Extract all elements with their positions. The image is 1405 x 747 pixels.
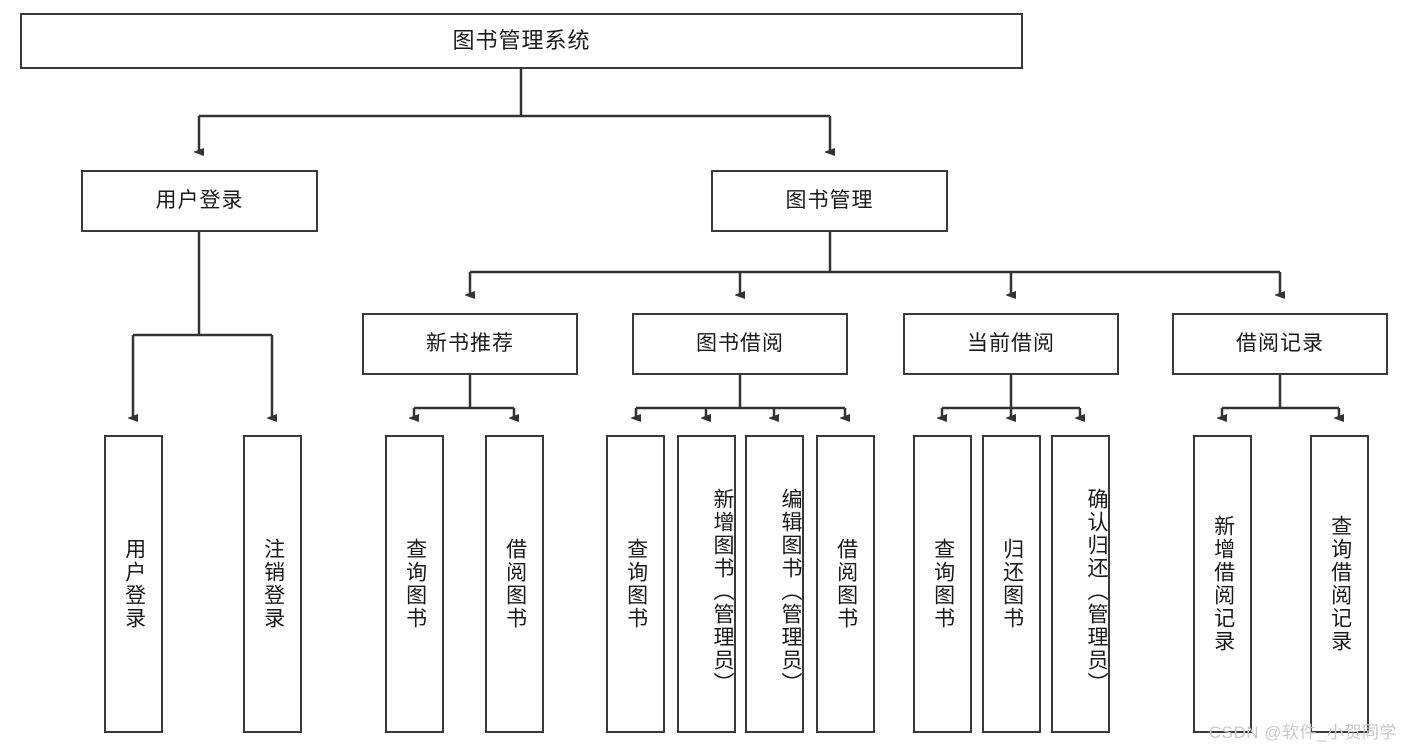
leaf-current-confirm-return-admin[interactable]: 确认归还（管理员） — [1051, 435, 1110, 733]
leaf-new-book-borrow[interactable]: 借阅图书 — [485, 435, 544, 733]
leaf-borrow-borrow-book[interactable]: 借阅图书 — [816, 435, 875, 733]
leaf-borrow-query-book[interactable]: 查询图书 — [606, 435, 665, 733]
leaf-borrow-add-book-admin[interactable]: 新增图书（管理员） — [677, 435, 736, 733]
node-book-management[interactable]: 图书管理 — [711, 170, 948, 232]
leaf-current-query-book[interactable]: 查询图书 — [913, 435, 972, 733]
node-user-login[interactable]: 用户登录 — [81, 170, 318, 232]
watermark-text: CSDN @软件_小贺同学 — [1208, 723, 1397, 742]
leaf-borrow-edit-book-admin[interactable]: 编辑图书（管理员） — [745, 435, 804, 733]
node-root-system[interactable]: 图书管理系统 — [20, 13, 1023, 69]
leaf-records-query-record[interactable]: 查询借阅记录 — [1310, 435, 1369, 733]
leaf-user-login-logout[interactable]: 注销登录 — [243, 435, 302, 733]
node-borrow-records[interactable]: 借阅记录 — [1172, 313, 1388, 375]
node-current-borrow[interactable]: 当前借阅 — [903, 313, 1119, 375]
leaf-user-login-login[interactable]: 用户登录 — [104, 435, 163, 733]
node-new-book-recommend[interactable]: 新书推荐 — [362, 313, 578, 375]
leaf-current-return-book[interactable]: 归还图书 — [982, 435, 1041, 733]
leaf-records-add-record[interactable]: 新增借阅记录 — [1193, 435, 1252, 733]
leaf-new-book-query[interactable]: 查询图书 — [385, 435, 444, 733]
node-book-borrow[interactable]: 图书借阅 — [632, 313, 848, 375]
